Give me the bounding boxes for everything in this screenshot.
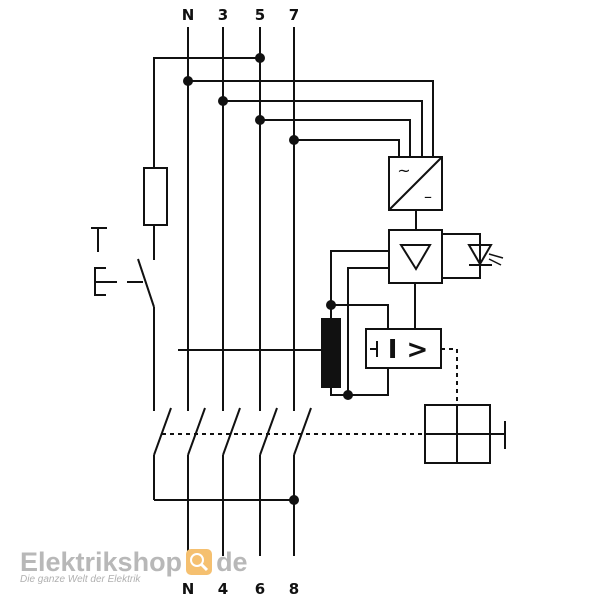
main-switch-contacts: [153, 407, 425, 456]
terminal-label-bottom: N: [182, 580, 195, 598]
terminal-label-bottom: 4: [218, 580, 228, 598]
terminal-label-top: 5: [255, 6, 265, 24]
latch-mechanism-icon: [424, 404, 506, 464]
terminal-label-bottom: 8: [289, 580, 299, 598]
junction-dots: [183, 53, 353, 505]
supply-taps: [188, 80, 434, 157]
watermark-tld: de: [216, 547, 248, 577]
terminal-label-top: 3: [218, 6, 228, 24]
led-indicator-icon: [442, 233, 504, 279]
trip-relay-symbol: I >: [388, 335, 429, 365]
test-button-icon: [91, 227, 143, 296]
trip-link: [441, 348, 458, 405]
watermark-logo: Elektrikshop de Die ganze Welt der Elekt…: [20, 548, 248, 585]
terminal-label-top: N: [182, 6, 195, 24]
watermark-brand: Elektrikshop: [20, 547, 183, 577]
test-button-contact: [137, 258, 155, 308]
amplifier-block: [388, 229, 443, 284]
terminal-label-bottom: 6: [255, 580, 265, 598]
main-conductors: [187, 27, 295, 556]
ac-symbol: ~: [397, 161, 410, 180]
current-transformer-core: [321, 318, 341, 388]
terminal-label-top: 7: [289, 6, 299, 24]
test-resistor: [143, 167, 168, 226]
rectifier-block: ~ –: [388, 156, 443, 211]
test-circuit: [91, 57, 294, 501]
dc-symbol: –: [424, 187, 432, 206]
sense-wiring: [178, 250, 416, 396]
lightbulb-icon: [186, 549, 213, 575]
trip-relay-block: I >: [365, 328, 442, 369]
watermark-tagline: Die ganze Welt der Elektrik: [20, 574, 141, 585]
amplifier-triangle-icon: [399, 244, 432, 271]
